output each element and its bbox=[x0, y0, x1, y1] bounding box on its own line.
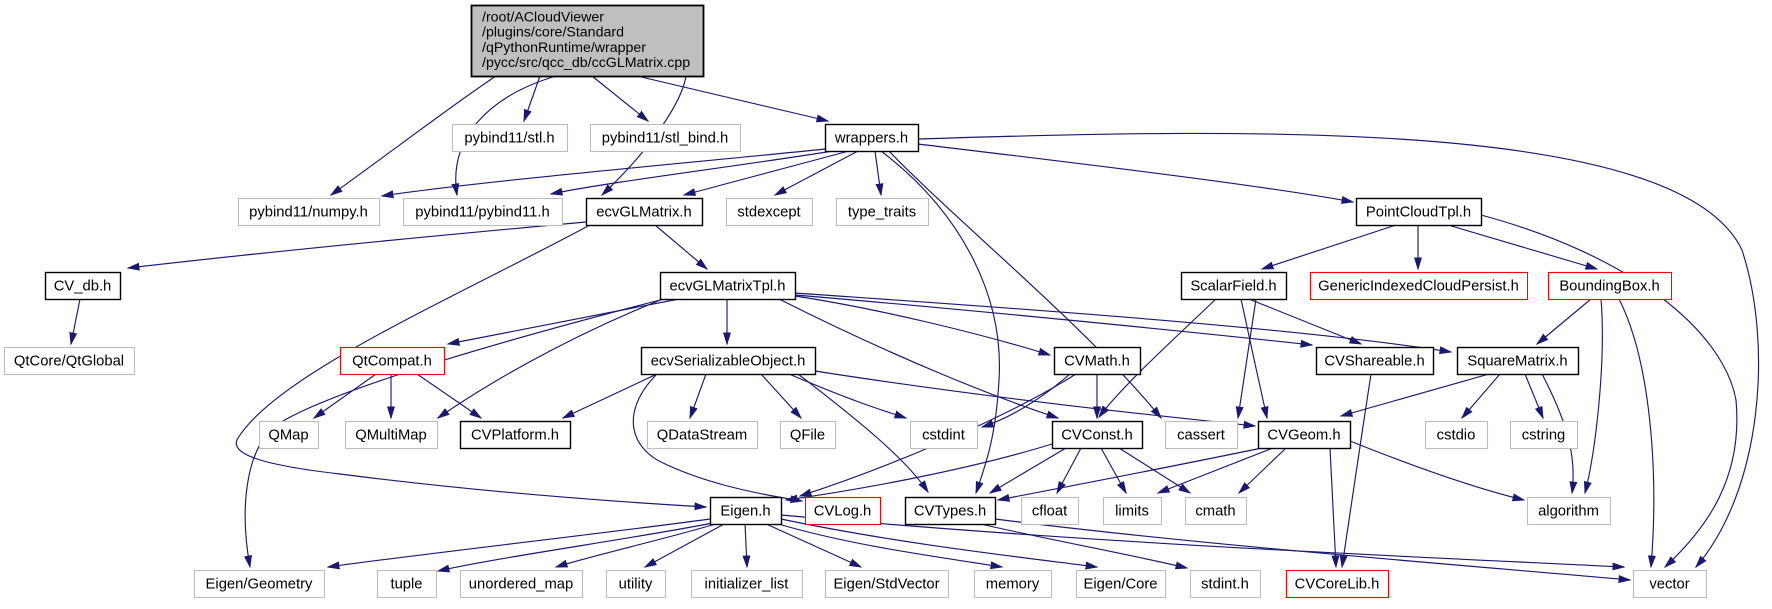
svg-text:unordered_map: unordered_map bbox=[469, 577, 573, 593]
svg-text:algorithm: algorithm bbox=[1538, 504, 1599, 520]
svg-text:memory: memory bbox=[986, 577, 1040, 593]
svg-text:ecvSerializableObject.h: ecvSerializableObject.h bbox=[651, 354, 806, 370]
svg-text:CVPlatform.h: CVPlatform.h bbox=[471, 428, 559, 444]
svg-text:initializer_list: initializer_list bbox=[705, 577, 789, 593]
svg-text:CVShareable.h: CVShareable.h bbox=[1324, 354, 1424, 370]
svg-text:QFile: QFile bbox=[790, 428, 825, 444]
svg-text:cassert: cassert bbox=[1177, 428, 1225, 444]
svg-text:stdexcept: stdexcept bbox=[737, 205, 800, 221]
svg-text:Eigen/Geometry: Eigen/Geometry bbox=[206, 577, 314, 593]
svg-text:QMap: QMap bbox=[268, 428, 308, 444]
svg-text:CVCoreLib.h: CVCoreLib.h bbox=[1295, 577, 1380, 593]
svg-text:cstdint: cstdint bbox=[922, 428, 965, 444]
svg-text:wrappers.h: wrappers.h bbox=[834, 131, 908, 147]
svg-text:cmath: cmath bbox=[1195, 504, 1235, 520]
svg-text:/qPythonRuntime/wrapper: /qPythonRuntime/wrapper bbox=[482, 40, 646, 56]
svg-text:/root/ACloudViewer: /root/ACloudViewer bbox=[482, 10, 604, 26]
svg-text:GenericIndexedCloudPersist.h: GenericIndexedCloudPersist.h bbox=[1318, 279, 1519, 295]
svg-text:ecvGLMatrix.h: ecvGLMatrix.h bbox=[596, 205, 691, 221]
svg-text:PointCloudTpl.h: PointCloudTpl.h bbox=[1366, 205, 1471, 221]
svg-text:QtCore/QtGlobal: QtCore/QtGlobal bbox=[14, 354, 124, 370]
svg-text:/plugins/core/Standard: /plugins/core/Standard bbox=[482, 25, 624, 41]
svg-text:QtCompat.h: QtCompat.h bbox=[352, 354, 432, 370]
svg-text:pybind11/stl_bind.h: pybind11/stl_bind.h bbox=[602, 131, 728, 147]
svg-text:/pycc/src/qcc_db/ccGLMatrix.cp: /pycc/src/qcc_db/ccGLMatrix.cpp bbox=[482, 55, 690, 71]
svg-text:cstdio: cstdio bbox=[1437, 428, 1476, 444]
svg-text:CVLog.h: CVLog.h bbox=[814, 504, 872, 520]
svg-text:BoundingBox.h: BoundingBox.h bbox=[1559, 279, 1659, 295]
svg-text:CVTypes.h: CVTypes.h bbox=[914, 504, 986, 520]
svg-text:QDataStream: QDataStream bbox=[657, 428, 747, 444]
svg-text:QMultiMap: QMultiMap bbox=[355, 428, 427, 444]
svg-text:vector: vector bbox=[1649, 577, 1689, 593]
svg-text:cfloat: cfloat bbox=[1032, 504, 1067, 520]
svg-text:pybind11/stl.h: pybind11/stl.h bbox=[464, 131, 554, 147]
svg-text:utility: utility bbox=[619, 577, 653, 593]
svg-text:pybind11/numpy.h: pybind11/numpy.h bbox=[249, 205, 368, 221]
svg-text:CVConst.h: CVConst.h bbox=[1061, 428, 1133, 444]
svg-text:Eigen/Core: Eigen/Core bbox=[1083, 577, 1157, 593]
svg-text:CV_db.h: CV_db.h bbox=[54, 279, 112, 295]
svg-text:ScalarField.h: ScalarField.h bbox=[1190, 279, 1276, 295]
svg-text:limits: limits bbox=[1115, 504, 1149, 520]
svg-text:stdint.h: stdint.h bbox=[1201, 577, 1249, 593]
svg-text:Eigen/StdVector: Eigen/StdVector bbox=[833, 577, 939, 593]
svg-text:pybind11/pybind11.h: pybind11/pybind11.h bbox=[415, 205, 549, 221]
svg-text:tuple: tuple bbox=[390, 577, 422, 593]
svg-text:CVGeom.h: CVGeom.h bbox=[1267, 428, 1340, 444]
svg-text:type_traits: type_traits bbox=[848, 205, 916, 221]
svg-text:ecvGLMatrixTpl.h: ecvGLMatrixTpl.h bbox=[670, 279, 786, 295]
svg-text:Eigen.h: Eigen.h bbox=[720, 504, 770, 520]
svg-text:CVMath.h: CVMath.h bbox=[1064, 354, 1130, 370]
svg-text:cstring: cstring bbox=[1522, 428, 1566, 444]
svg-text:SquareMatrix.h: SquareMatrix.h bbox=[1467, 354, 1567, 370]
